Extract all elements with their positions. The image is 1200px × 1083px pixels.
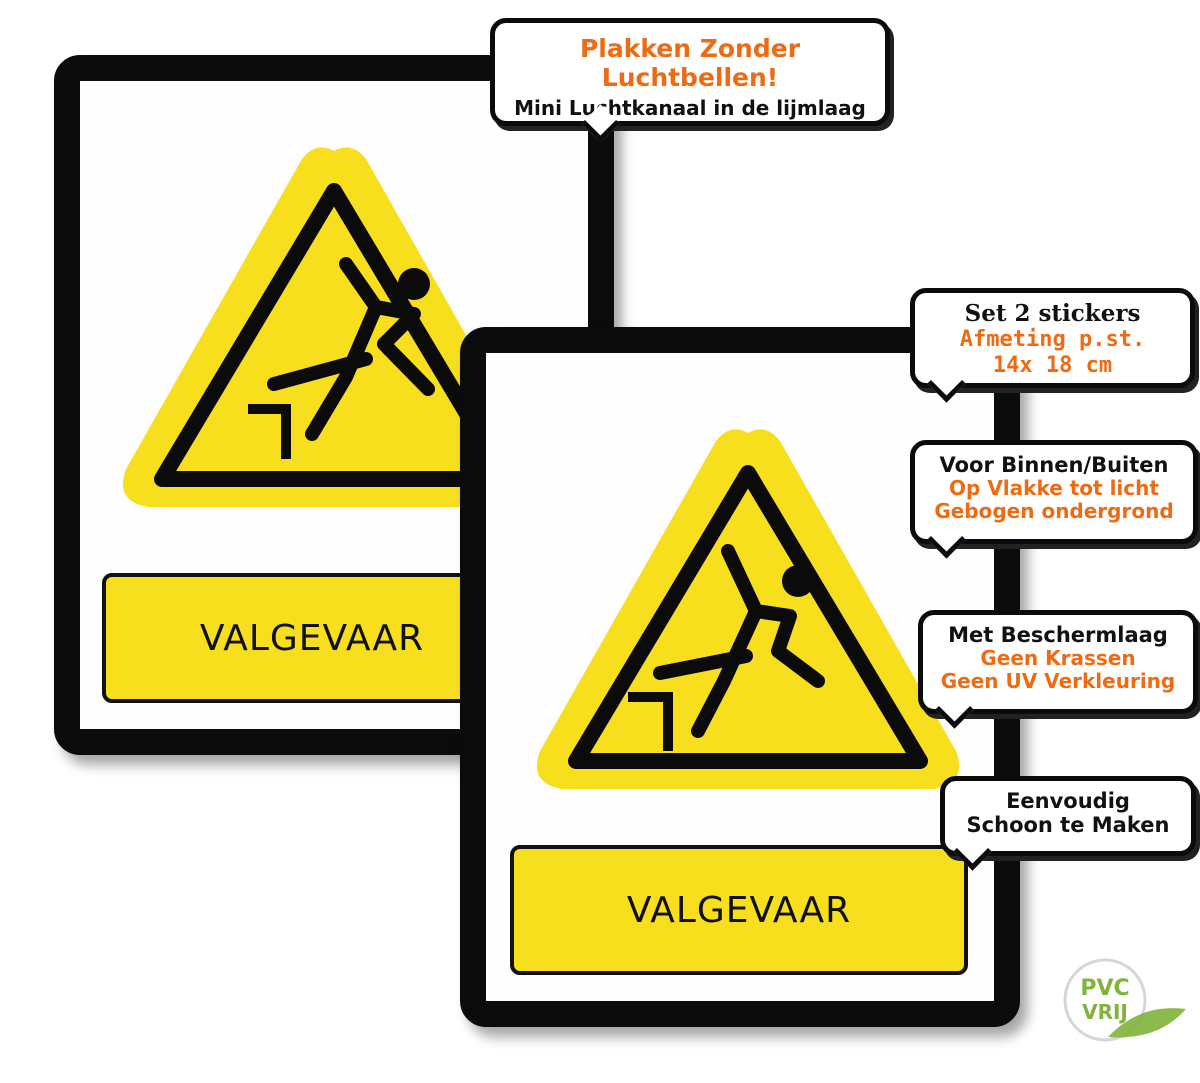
bubble-line: 14x 18 cm bbox=[992, 352, 1113, 378]
fall-hazard-warning-triangle-icon bbox=[536, 429, 960, 789]
fall-hazard-warning-triangle-icon bbox=[122, 147, 546, 507]
leaf-icon bbox=[1108, 1008, 1186, 1038]
bubble-line: Gebogen ondergrond bbox=[934, 499, 1174, 524]
speech-bubble-surface: Voor Binnen/Buiten Op Vlakke tot licht G… bbox=[910, 440, 1198, 559]
pvc-free-badge: PVC VRIJ bbox=[1063, 958, 1186, 1042]
badge-text-vrij: VRIJ bbox=[1082, 1000, 1128, 1024]
bubble-line: Voor Binnen/Buiten bbox=[939, 453, 1169, 477]
bubble-line: Plakken Zonder Luchtbellen! bbox=[579, 34, 801, 92]
speech-bubble-protection: Met Beschermlaag Geen Krassen Geen UV Ve… bbox=[918, 610, 1198, 729]
bubble-line: Geen Krassen bbox=[980, 646, 1136, 671]
bubble-line: Afmeting p.st. bbox=[959, 327, 1146, 353]
sign-label: VALGEVAAR bbox=[510, 845, 968, 975]
bubble-line: Eenvoudig bbox=[1006, 789, 1130, 813]
speech-bubble-cleaning: Eenvoudig Schoon te Maken bbox=[940, 776, 1196, 871]
bubble-line: Mini Luchtkanaal in de lijmlaag bbox=[514, 95, 866, 120]
bubble-line: Met Beschermlaag bbox=[948, 623, 1168, 647]
speech-bubble-size: Set 2 stickers Afmeting p.st. 14x 18 cm bbox=[910, 288, 1195, 403]
bubble-line: Set 2 stickers bbox=[964, 300, 1141, 327]
badge-text-pvc: PVC bbox=[1080, 976, 1129, 1001]
speech-bubble-adhesive: Plakken Zonder Luchtbellen! Mini Luchtka… bbox=[490, 18, 890, 143]
bubble-line: Geen UV Verkleuring bbox=[940, 669, 1176, 694]
sign-label: VALGEVAAR bbox=[102, 573, 522, 703]
bubble-line: Op Vlakke tot licht bbox=[949, 476, 1159, 501]
bubble-line: Schoon te Maken bbox=[966, 813, 1170, 838]
